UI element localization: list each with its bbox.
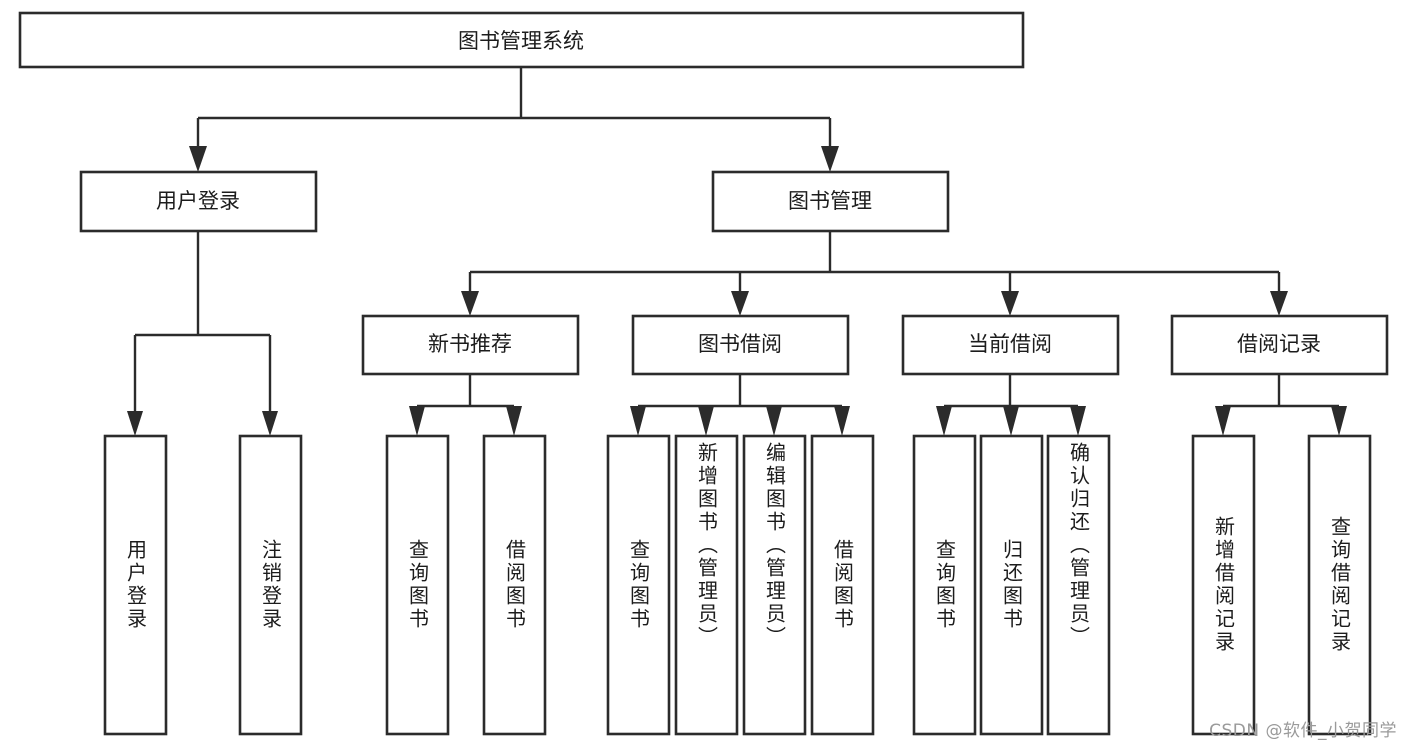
node-borrow-record-label: 借阅记录 [1237,332,1321,356]
node-new-book-recommend-label: 新书推荐 [428,332,512,356]
watermark-text: CSDN @软件_小贺同学 [1209,721,1397,741]
node-root-box[interactable] [18,11,1025,69]
arrowhead-to-leaf-query-record [1331,406,1347,436]
arrowhead-to-leaf-query-book-1 [409,406,425,436]
node-user-login-label: 用户登录 [156,189,240,213]
arrowhead-to-leaf-query-book-3 [936,406,952,436]
node-user-login-box[interactable] [79,170,318,233]
node-leaf-return-book-box[interactable] [979,434,1044,736]
arrowhead-to-book-manage [821,146,839,172]
node-current-borrow-box[interactable] [901,314,1120,376]
node-leaf-add-book-box[interactable] [674,434,739,736]
arrowhead-to-leaf-return-book [1003,406,1019,436]
node-leaf-query-record-box[interactable] [1307,434,1372,736]
arrowhead-to-leaf-add-record [1215,406,1231,436]
node-leaf-query-book-3-box[interactable] [912,434,977,736]
node-leaf-query-book-2-box[interactable] [606,434,671,736]
node-current-borrow-label: 当前借阅 [968,332,1052,356]
node-leaf-query-book-1-box[interactable] [385,434,450,736]
arrowhead-to-book-borrow [731,291,749,316]
node-leaf-confirm-return-box[interactable] [1046,434,1111,736]
node-leaf-user-login-box[interactable] [103,434,168,736]
arrowhead-layer [127,146,1347,436]
node-leaf-edit-book-box[interactable] [742,434,807,736]
node-leaf-borrow-book-2-box[interactable] [810,434,875,736]
arrowhead-to-borrow-record [1270,291,1288,316]
node-book-manage-label: 图书管理 [788,189,872,213]
node-layer: 图书管理系统 用户登录 图书管理 新书推荐 图书借阅 当前借阅 借阅记录 [18,11,1389,736]
arrowhead-to-new-book-recommend [461,291,479,316]
arrowhead-to-leaf-user-login [127,411,143,436]
arrowhead-to-leaf-logout [262,411,278,436]
arrowhead-to-leaf-confirm-return [1070,406,1086,436]
node-book-borrow-label: 图书借阅 [698,332,782,356]
arrowhead-to-leaf-borrow-book-2 [834,406,850,436]
arrowhead-to-current-borrow [1001,291,1019,316]
node-leaf-borrow-book-1-box[interactable] [482,434,547,736]
node-new-book-recommend-box[interactable] [361,314,580,376]
arrowhead-to-user-login [189,146,207,172]
node-book-borrow-box[interactable] [631,314,850,376]
node-root-label: 图书管理系统 [458,29,584,53]
arrowhead-to-leaf-borrow-book-1 [506,406,522,436]
arrowhead-to-leaf-add-book [698,406,714,436]
node-borrow-record-box[interactable] [1170,314,1389,376]
arrowhead-to-leaf-edit-book [766,406,782,436]
arrowhead-to-leaf-query-book-2 [630,406,646,436]
node-leaf-logout-box[interactable] [238,434,303,736]
node-leaf-add-record-box[interactable] [1191,434,1256,736]
node-book-manage-box[interactable] [711,170,950,233]
